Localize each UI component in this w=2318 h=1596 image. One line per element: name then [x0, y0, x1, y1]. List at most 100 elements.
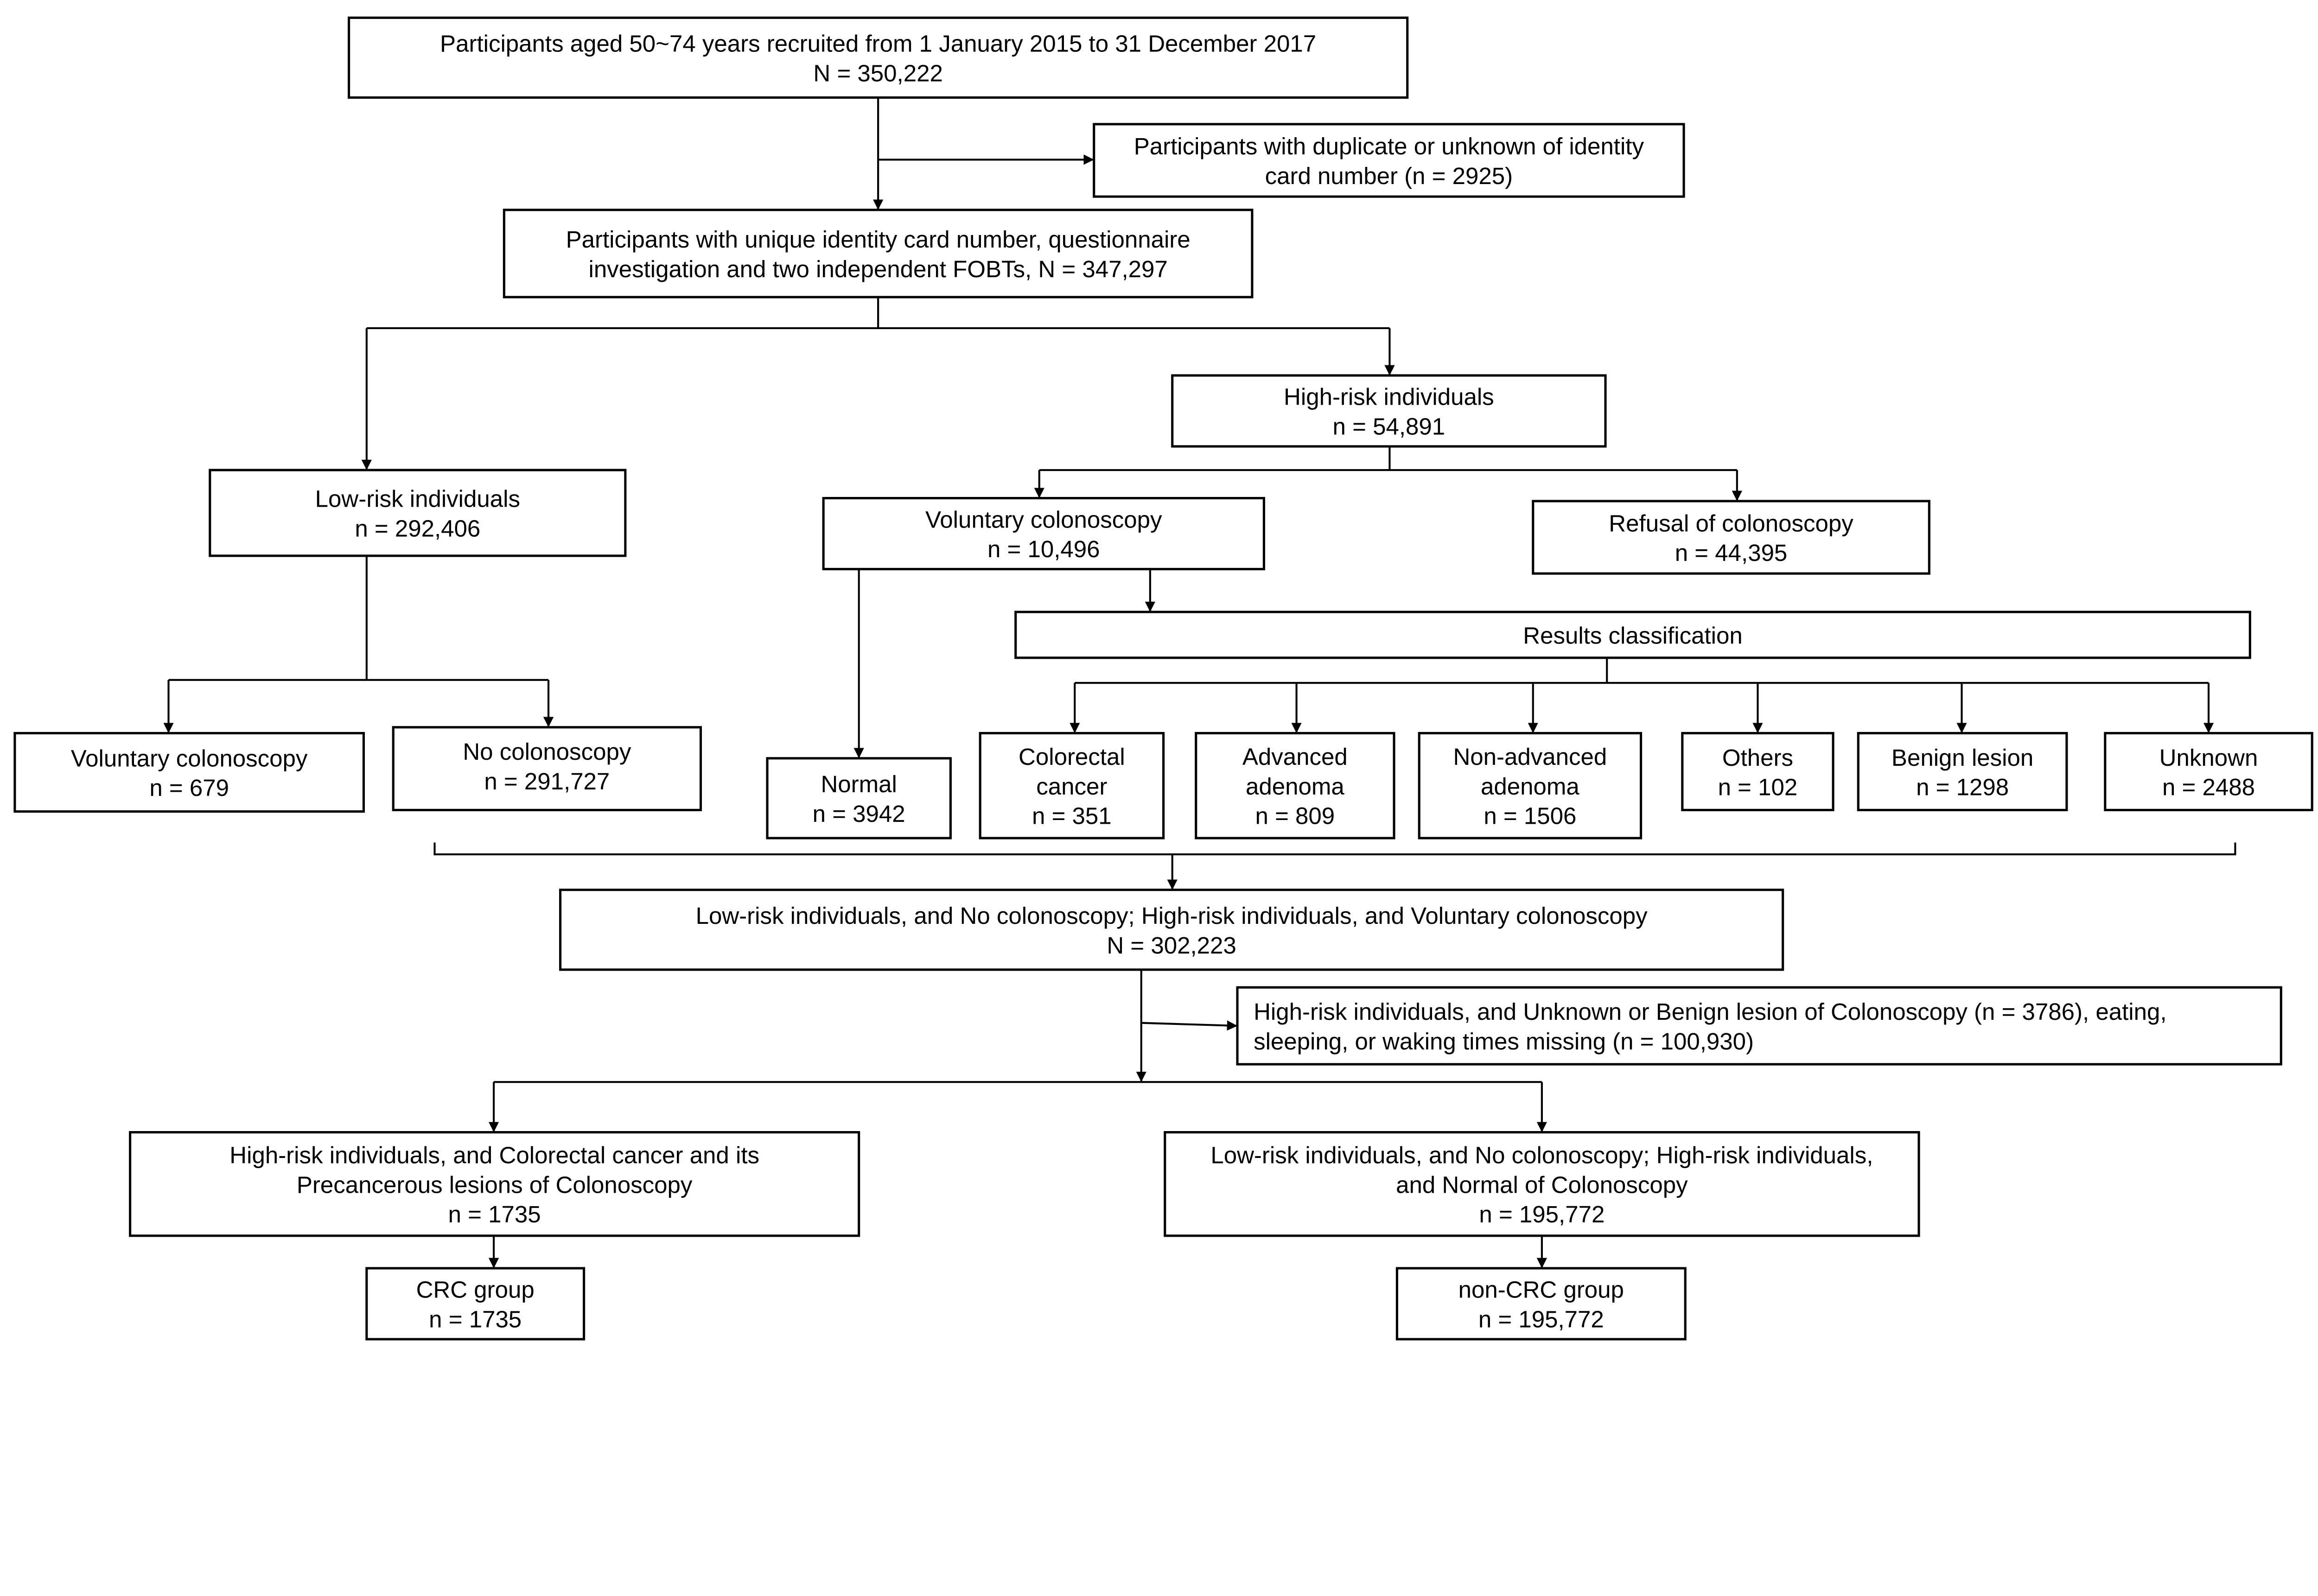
- box-text-line: Low-risk individuals, and No colonoscopy…: [1210, 1142, 1873, 1169]
- box-recruited: Participants aged 50~74 years recruited …: [348, 16, 1409, 99]
- box-text-line: Non-advanced: [1453, 744, 1607, 770]
- flowchart: Participants aged 50~74 years recruited …: [13, 16, 2313, 1341]
- box-border: [1171, 374, 1607, 448]
- box-unknown: Unknown n = 2488: [2104, 732, 2313, 811]
- box-text-line: n = 1735: [448, 1201, 541, 1227]
- box-text-line: Advanced: [1242, 744, 1348, 770]
- box-border: [822, 497, 1265, 571]
- box-non-crc-group: non-CRC group n = 195,772: [1395, 1267, 1687, 1341]
- box-text-line: N = 350,222: [813, 60, 942, 86]
- box-text-line: card number (n = 2925): [1265, 163, 1513, 189]
- box-text-line: n = 195,772: [1479, 1201, 1605, 1227]
- box-text-line: adenoma: [1481, 773, 1579, 800]
- box-advanced-adenoma: Advanced adenoma n = 809: [1195, 732, 1395, 839]
- box-combined: Low-risk individuals, and No colonoscopy…: [559, 889, 1784, 971]
- box-text-line: Benign lesion: [1891, 744, 2033, 771]
- box-border: [1014, 610, 2251, 659]
- box-text-line: Low-risk individuals, and No colonoscopy…: [696, 903, 1648, 929]
- box-text-line: n = 351: [1032, 803, 1112, 829]
- box-lr-noncrc: Low-risk individuals, and No colonoscopy…: [1164, 1131, 1920, 1237]
- box-text-line: High-risk individuals: [1284, 384, 1494, 410]
- box-text-line: n = 3942: [813, 801, 905, 827]
- box-others: Others n = 102: [1681, 732, 1834, 811]
- box-normal: Normal n = 3942: [766, 757, 952, 839]
- box-text-line: High-risk individuals, and Colorectal ca…: [229, 1142, 759, 1169]
- box-text-line: Others: [1722, 744, 1793, 771]
- box-text-line: Normal: [821, 771, 897, 797]
- box-text-line: Low-risk individuals: [315, 486, 520, 512]
- box-hr-crc-precancerous: High-risk individuals, and Colorectal ca…: [129, 1131, 860, 1237]
- box-text-line: n = 1506: [1484, 803, 1576, 829]
- box-low-risk: Low-risk individuals n = 292,406: [209, 469, 627, 557]
- box-border: [365, 1267, 586, 1341]
- box-text-line: Refusal of colonoscopy: [1609, 510, 1853, 536]
- box-text-line: sleeping, or waking times missing (n = 1…: [1254, 1028, 1754, 1055]
- box-text-line: n = 1298: [1916, 774, 2009, 801]
- box-text-line: n = 2488: [2162, 774, 2255, 801]
- arrow-connector: [1141, 1020, 1238, 1031]
- box-border: [559, 889, 1784, 971]
- box-text-line: n = 809: [1255, 803, 1335, 829]
- box-lr-voluntary-colonoscopy: Voluntary colonoscopy n = 679: [13, 732, 365, 813]
- box-border: [1164, 1131, 1920, 1237]
- box-results-classification: Results classification: [1014, 610, 2251, 659]
- box-text-line: N = 302,223: [1107, 932, 1236, 959]
- box-border: [129, 1131, 860, 1237]
- box-text-line: n = 44,395: [1675, 540, 1788, 566]
- box-border: [13, 732, 365, 813]
- box-hr-voluntary-colonoscopy: Voluntary colonoscopy n = 10,496: [822, 497, 1265, 571]
- box-border: [348, 16, 1409, 99]
- box-text-line: Precancerous lesions of Colonoscopy: [297, 1171, 693, 1198]
- box-border: [1857, 732, 2068, 811]
- box-text-line: n = 54,891: [1333, 413, 1446, 439]
- box-border: [1681, 732, 1834, 811]
- line-connector: [433, 842, 2236, 856]
- box-text-line: and Normal of Colonoscopy: [1396, 1171, 1688, 1198]
- box-border: [1532, 500, 1930, 575]
- connectors: [163, 97, 2236, 1268]
- box-text-line: Unknown: [2159, 744, 2258, 771]
- box-border: [1395, 1267, 1687, 1341]
- box-text-line: Participants with unique identity card n…: [566, 226, 1191, 253]
- box-text-line: n = 195,772: [1478, 1306, 1604, 1333]
- box-text-line: n = 102: [1718, 774, 1798, 801]
- box-unique-id: Participants with unique identity card n…: [503, 209, 1254, 299]
- box-border: [1093, 123, 1685, 198]
- box-text-line: CRC group: [416, 1277, 535, 1303]
- box-crc-group: CRC group n = 1735: [365, 1267, 586, 1341]
- boxes: Participants aged 50~74 years recruited …: [13, 16, 2313, 1341]
- box-text-line: Participants with duplicate or unknown o…: [1134, 133, 1644, 159]
- box-border: [1195, 732, 1395, 839]
- box-benign-lesion: Benign lesion n = 1298: [1857, 732, 2068, 811]
- box-text-line: n = 292,406: [355, 515, 480, 542]
- box-text-line: investigation and two independent FOBTs,…: [588, 256, 1167, 282]
- box-text-line: n = 10,496: [987, 536, 1100, 562]
- box-text-line: Voluntary colonoscopy: [71, 745, 308, 771]
- box-text-line: Participants aged 50~74 years recruited …: [440, 31, 1316, 57]
- box-border: [392, 726, 702, 811]
- box-text-line: adenoma: [1246, 773, 1344, 800]
- box-duplicate-excluded: Participants with duplicate or unknown o…: [1093, 123, 1685, 198]
- box-refusal: Refusal of colonoscopy n = 44,395: [1532, 500, 1930, 575]
- box-text-line: High-risk individuals, and Unknown or Be…: [1254, 998, 2166, 1025]
- box-excluded-missing: High-risk individuals, and Unknown or Be…: [1236, 986, 2282, 1066]
- box-high-risk: High-risk individuals n = 54,891: [1171, 374, 1607, 448]
- box-text-line: Results classification: [1523, 623, 1743, 649]
- box-border: [503, 209, 1254, 299]
- box-text-line: No colonoscopy: [463, 738, 631, 765]
- box-text-line: n = 1735: [429, 1306, 522, 1333]
- box-no-colonoscopy: No colonoscopy n = 291,727: [392, 726, 702, 811]
- box-text-line: n = 291,727: [484, 768, 610, 795]
- box-text-line: Colorectal: [1019, 744, 1125, 770]
- box-border: [1418, 732, 1643, 839]
- box-text-line: n = 679: [149, 775, 229, 801]
- box-text-line: Voluntary colonoscopy: [925, 506, 1162, 533]
- box-border: [979, 732, 1165, 839]
- box-border: [209, 469, 627, 557]
- box-colorectal-cancer: Colorectal cancer n = 351: [979, 732, 1165, 839]
- box-text-line: cancer: [1036, 773, 1107, 800]
- box-border: [766, 757, 952, 839]
- box-text-line: non-CRC group: [1458, 1277, 1624, 1303]
- box-border: [1236, 986, 2282, 1066]
- box-non-advanced-adenoma: Non-advanced adenoma n = 1506: [1418, 732, 1643, 839]
